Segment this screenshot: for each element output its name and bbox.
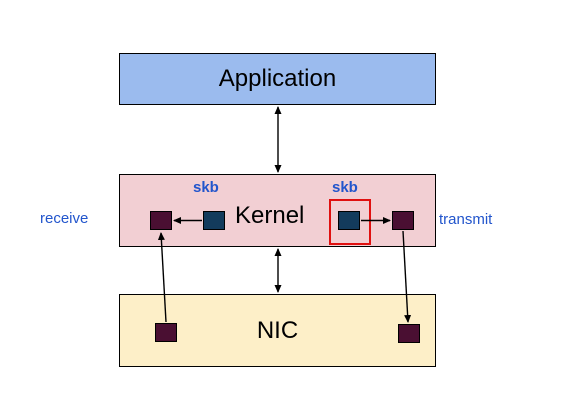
skb-highlight-box [329, 199, 371, 245]
skb-label-right: skb [332, 179, 358, 196]
transmit-label: transmit [439, 211, 493, 228]
application-label: Application [218, 65, 337, 92]
receive-up-arrow [157, 232, 167, 323]
kernel-layer: Kernel [119, 174, 436, 247]
nic-receive-buffer [155, 323, 177, 342]
nic-transmit-buffer [398, 324, 420, 343]
receive-label: receive [40, 210, 89, 227]
skb-buffer-left [203, 211, 225, 230]
kernel-label: Kernel [235, 202, 305, 229]
nic-label: NIC [256, 316, 299, 344]
application-layer: Application [119, 53, 436, 105]
skb-buffer-right [338, 211, 360, 230]
kernel-receive-queue-buffer [150, 211, 172, 230]
skb-label-left: skb [193, 179, 219, 196]
transmit-down-arrow [402, 230, 412, 323]
kernel-transmit-queue-buffer [392, 211, 414, 230]
